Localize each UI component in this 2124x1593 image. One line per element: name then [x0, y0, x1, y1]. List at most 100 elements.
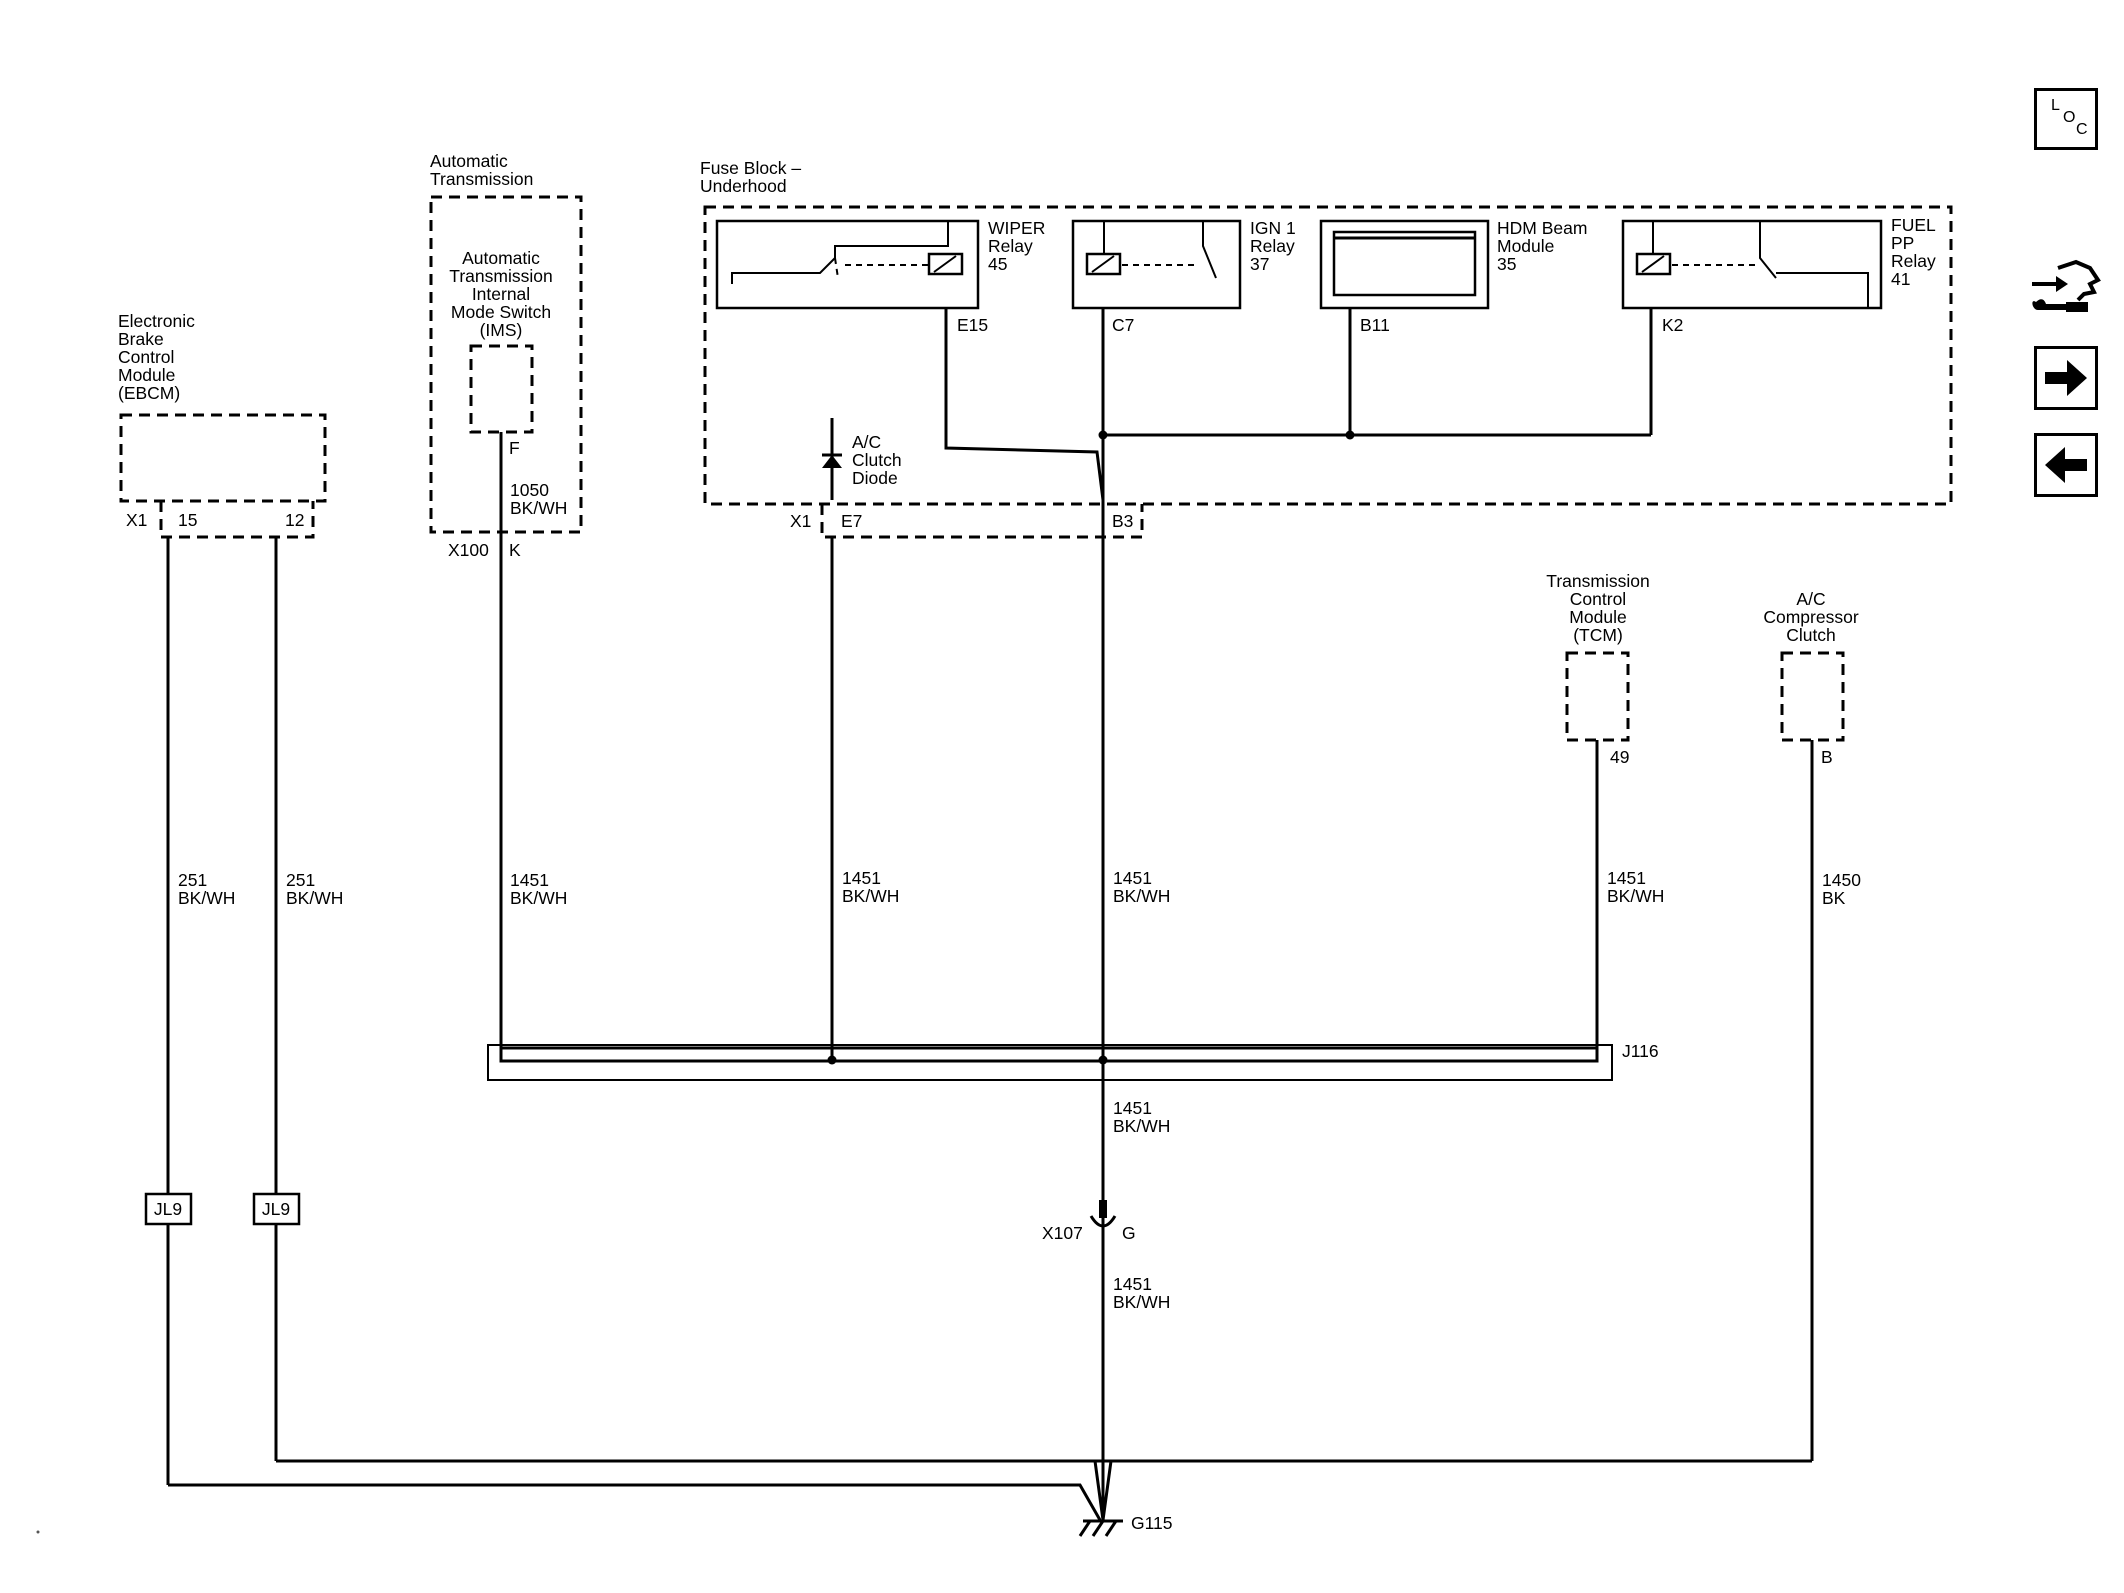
fuel-relay-label-1: FUEL — [1891, 215, 1936, 235]
fuse-connector-x1: X1 — [790, 511, 811, 531]
loc-letter-o: O — [2063, 109, 2076, 126]
ign-relay-label-3: 37 — [1250, 254, 1269, 274]
fuse-block-label-1: Fuse Block – — [700, 158, 801, 178]
wire-ebcm15-color: BK/WH — [178, 888, 235, 908]
wiper-relay-link — [834, 257, 928, 279]
ebcm-label-4: Module — [118, 365, 175, 385]
next-arrow-icon — [2045, 360, 2087, 396]
fuel-relay-pin-k2: K2 — [1662, 315, 1683, 335]
hdm-label-1: HDM Beam — [1497, 218, 1587, 238]
wire-e7-number: 1451 — [842, 868, 881, 888]
ims-label-4: Mode Switch — [451, 302, 551, 322]
ebcm-label-1: Electronic — [118, 311, 195, 331]
fuse-block-label-2: Underhood — [700, 176, 787, 196]
wire-1050-color: BK/WH — [510, 498, 567, 518]
ac-clutch-label-2: Compressor — [1763, 607, 1858, 627]
ign-relay-label-1: IGN 1 — [1250, 218, 1296, 238]
ground-label: G115 — [1131, 1513, 1173, 1533]
ac-clutch-label-1: A/C — [1796, 589, 1825, 609]
trans-connector-pin-k: K — [509, 540, 521, 560]
tcm-box — [1565, 651, 1630, 742]
transmission-component: Automatic Transmission Automatic Transmi… — [429, 151, 583, 560]
fuel-relay-contacts — [1652, 221, 1869, 308]
wire-x107-out-number: 1451 — [1113, 1274, 1152, 1294]
ac-clutch-box — [1780, 651, 1845, 742]
fuse-pin-e7: E7 — [841, 511, 862, 531]
trans-outer-label-2: Transmission — [430, 169, 533, 189]
wire-ebcm12-color: BK/WH — [286, 888, 343, 908]
tcm-component: Transmission Control Module (TCM) 49 — [1546, 571, 1649, 767]
connector-tool-icon[interactable] — [2028, 254, 2104, 326]
back-arrow-icon — [2045, 447, 2087, 483]
diode-label-2: Clutch — [852, 450, 902, 470]
location-button[interactable]: L O C — [2034, 88, 2098, 150]
wire-splice-out-color: BK/WH — [1113, 1116, 1170, 1136]
tcm-label-3: Module — [1569, 607, 1626, 627]
tcm-label-2: Control — [1570, 589, 1626, 609]
ims-label-2: Transmission — [449, 266, 552, 286]
ign-relay-contacts — [1103, 221, 1217, 279]
hdm-label-2: Module — [1497, 236, 1554, 256]
ebcm-label-2: Brake — [118, 329, 164, 349]
wire-trans-number: 1451 — [510, 870, 549, 890]
splice-outer — [487, 1044, 1613, 1081]
fuel-relay-label-2: PP — [1891, 233, 1914, 253]
tcm-pin-49: 49 — [1610, 747, 1629, 767]
inline-connectors: JL9 JL9 — [144, 1192, 301, 1226]
wiper-relay-label-1: WIPER — [988, 218, 1045, 238]
inline-connector-jl9-right — [252, 1192, 301, 1226]
ebcm-label-3: Control — [118, 347, 174, 367]
wire-tcm-color: BK/WH — [1607, 886, 1664, 906]
jl9-right-label: JL9 — [262, 1199, 290, 1219]
wire-e15 — [944, 308, 1105, 501]
diode-symbol — [822, 455, 842, 468]
wiper-relay-label-2: Relay — [988, 236, 1033, 256]
ign-relay-pin-c7: C7 — [1112, 315, 1134, 335]
wire-b3-color: BK/WH — [1113, 886, 1170, 906]
inline-connector-jl9-left — [144, 1192, 193, 1226]
wire-b3-number: 1451 — [1113, 868, 1152, 888]
wire-tcm-number: 1451 — [1607, 868, 1646, 888]
ac-clutch-pin-b: B — [1821, 747, 1833, 767]
trans-box — [429, 195, 583, 534]
ims-pin-f: F — [509, 438, 520, 458]
ims-label-3: Internal — [472, 284, 530, 304]
wire-ebcm15-number: 251 — [178, 870, 207, 890]
ims-label-1: Automatic — [462, 248, 540, 268]
splice-label: J116 — [1622, 1041, 1659, 1061]
fuel-relay-label-3: Relay — [1891, 251, 1936, 271]
fuse-pin-b3: B3 — [1112, 511, 1133, 531]
ims-label-5: (IMS) — [480, 320, 523, 340]
wire-ac-color: BK — [1822, 888, 1846, 908]
ground-g115: G115 — [1078, 1513, 1173, 1537]
wire-e7-color: BK/WH — [842, 886, 899, 906]
fuse-block-connector-x1 — [820, 504, 1144, 539]
loc-letter-l: L — [2051, 97, 2060, 114]
wire-bottom-lower — [168, 1483, 1102, 1521]
trans-connector-x100: X100 — [448, 540, 489, 560]
ebcm-box — [119, 413, 327, 503]
fuse-block-box — [703, 205, 1953, 506]
ims-box — [469, 344, 534, 434]
ac-clutch-label-3: Clutch — [1786, 625, 1836, 645]
previous-page-button[interactable] — [2034, 433, 2098, 497]
ign-relay-label-2: Relay — [1250, 236, 1295, 256]
wire-runs: 251 BK/WH 251 BK/WH 1451 BK/WH 1451 BK/W… — [166, 432, 1861, 1521]
connector-x107: X107 G — [1042, 1200, 1136, 1243]
tcm-label-1: Transmission — [1546, 571, 1649, 591]
tcm-label-4: (TCM) — [1573, 625, 1623, 645]
stray-dot — [36, 1530, 40, 1534]
loc-letter-c: C — [2076, 121, 2088, 138]
diode-label-1: A/C — [852, 432, 881, 452]
jl9-left-label: JL9 — [154, 1199, 182, 1219]
hdm-module-inner — [1332, 230, 1477, 297]
wire-ac-number: 1450 — [1822, 870, 1861, 890]
diode-label-3: Diode — [852, 468, 898, 488]
next-page-button[interactable] — [2034, 346, 2098, 410]
x107-label: X107 — [1042, 1223, 1083, 1243]
wire-ebcm12-number: 251 — [286, 870, 315, 890]
ebcm-connector-x1 — [159, 501, 315, 539]
splice-j116: J116 — [487, 1041, 1659, 1081]
ac-clutch-component: A/C Compressor Clutch B — [1763, 589, 1858, 767]
splice-bar — [499, 1046, 1599, 1063]
